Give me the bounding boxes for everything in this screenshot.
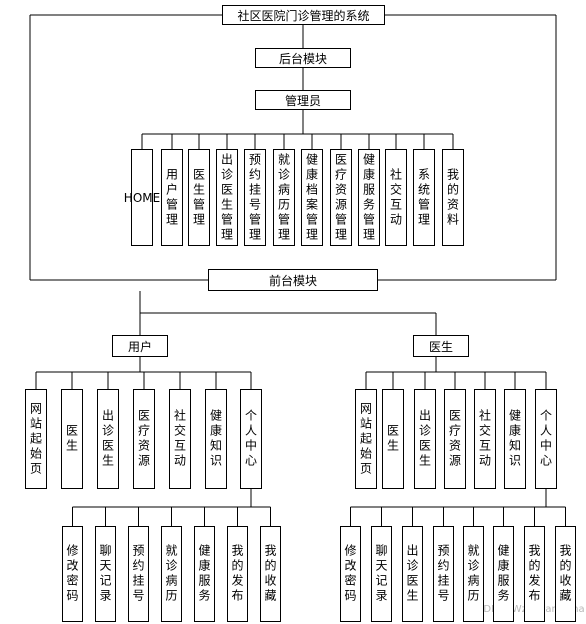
branch-1-module-5: 社交互动 [169, 389, 191, 489]
system-title-box: 社区医院门诊管理的系统 [222, 5, 385, 25]
backend-module-11: 系统管理 [413, 149, 435, 246]
branch-1-personal-6: 我的发布 [227, 526, 248, 622]
branch-2-module-5: 社交互动 [474, 389, 496, 489]
branch-2-personal-1: 修改密码 [340, 526, 361, 622]
admin-role-box: 管理员 [255, 90, 351, 110]
branch-2-module-2: 医生 [382, 389, 404, 489]
backend-module-10: 社交互动 [385, 149, 407, 246]
backend-module-12: 我的资料 [442, 149, 464, 246]
branch-2-module-3: 出诊医生 [414, 389, 436, 489]
branch-2-personal-2: 聊天记录 [371, 526, 392, 622]
backend-module-3: 医生管理 [188, 149, 210, 246]
branch-1-module-7: 个人中心 [240, 389, 262, 489]
backend-module-4: 出诊医生管理 [216, 149, 238, 246]
branch-box-2: 医生 [413, 335, 469, 357]
branch-2-personal-3: 出诊医生 [402, 526, 423, 622]
branch-1-module-4: 医疗资源 [133, 389, 155, 489]
branch-2-personal-5: 就诊病历 [463, 526, 484, 622]
branch-2-module-6: 健康知识 [504, 389, 526, 489]
branch-1-module-2: 医生 [61, 389, 83, 489]
branch-2-personal-6: 健康服务 [493, 526, 514, 622]
backend-module-1: HOME [124, 149, 160, 246]
branch-2-module-7: 个人中心 [535, 389, 557, 489]
branch-1-personal-4: 就诊病历 [161, 526, 182, 622]
branch-1-module-6: 健康知识 [205, 389, 227, 489]
backend-module-6: 就诊病历管理 [273, 149, 295, 246]
branch-1-personal-5: 健康服务 [194, 526, 215, 622]
branch-box-1: 用户 [112, 335, 168, 357]
branch-2-module-4: 医疗资源 [444, 389, 466, 489]
branch-2-personal-7: 我的发布 [524, 526, 545, 622]
backend-module-box: 后台模块 [255, 48, 351, 68]
branch-1-personal-7: 我的收藏 [260, 526, 281, 622]
backend-module-7: 健康档案管理 [301, 149, 323, 246]
branch-2-module-1: 网站起始页 [355, 389, 377, 489]
backend-module-8: 医疗资源管理 [330, 149, 352, 246]
branch-1-module-3: 出诊医生 [97, 389, 119, 489]
branch-2-personal-8: 我的收藏 [555, 526, 576, 622]
branch-1-personal-1: 修改密码 [62, 526, 83, 622]
frontend-module-box: 前台模块 [208, 269, 378, 291]
backend-module-5: 预约挂号管理 [244, 149, 266, 246]
backend-module-9: 健康服务管理 [358, 149, 380, 246]
branch-2-personal-4: 预约挂号 [433, 526, 454, 622]
branch-1-module-1: 网站起始页 [25, 389, 47, 489]
branch-1-personal-2: 聊天记录 [95, 526, 116, 622]
branch-1-personal-3: 预约挂号 [128, 526, 149, 622]
backend-module-2: 用户管理 [161, 149, 183, 246]
